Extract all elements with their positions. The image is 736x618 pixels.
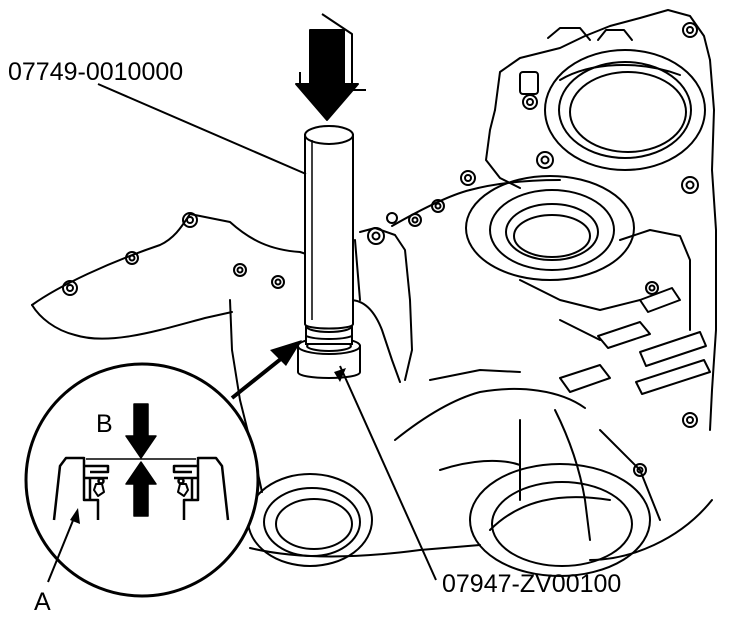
- leader-attachment-arrowhead: [334, 368, 346, 382]
- leader-lines: [47, 83, 437, 583]
- callout-a-label: A: [34, 588, 51, 616]
- attachment-part-label: 07947-ZV00100: [442, 570, 621, 598]
- seal-attachment-tool: [297, 319, 361, 379]
- detail-seal-right: [172, 456, 230, 521]
- leader-a: [47, 517, 75, 583]
- depth-arrows-icon: [125, 403, 157, 517]
- press-direction-icon: [295, 13, 366, 121]
- driver-part-label: 07749-0010000: [8, 58, 183, 86]
- leader-attachment: [339, 365, 437, 581]
- driver-handle-tool: [304, 125, 354, 330]
- detail-seal-left: [52, 456, 110, 521]
- leader-a-arrowhead: [70, 508, 80, 524]
- detail-magnifier: [24, 362, 260, 598]
- transmission-case: [31, 9, 717, 577]
- callout-b-label: B: [96, 410, 113, 438]
- magnifier-pointer-icon: [230, 340, 302, 400]
- leader-driver: [97, 83, 307, 175]
